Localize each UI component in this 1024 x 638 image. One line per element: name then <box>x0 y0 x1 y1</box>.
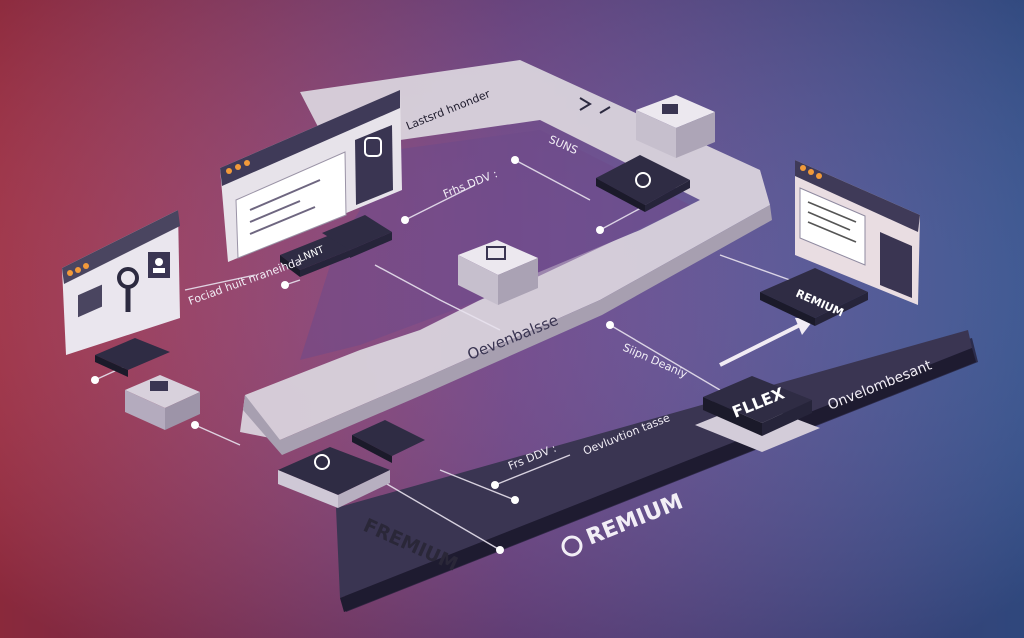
label-mid-right: Siipn Deaniy <box>621 341 690 381</box>
server-block-icon <box>636 95 715 158</box>
chevron-icon <box>579 97 611 114</box>
processor-chip-icon <box>596 155 690 212</box>
small-pad-lower[interactable] <box>95 338 170 377</box>
connector-dots <box>91 156 614 554</box>
logo-circle-icon <box>561 535 583 557</box>
small-pad-right[interactable] <box>322 215 392 258</box>
chip-flex[interactable] <box>695 376 820 452</box>
center-cube <box>458 240 538 305</box>
chip-premium[interactable] <box>760 268 868 326</box>
arrow-icon <box>719 318 815 367</box>
browser-window-left[interactable] <box>62 210 180 355</box>
chip-lower-mid[interactable] <box>352 420 425 463</box>
user-icon <box>148 252 170 278</box>
shield-icon <box>364 137 382 157</box>
search-icon <box>117 267 139 312</box>
browser-window-right[interactable] <box>795 160 920 305</box>
left-cube <box>125 375 200 430</box>
browser-window-top-left[interactable] <box>220 90 402 262</box>
small-pad-left[interactable] <box>280 235 350 277</box>
chip-bottom-left[interactable] <box>278 447 390 508</box>
bottom-board <box>336 330 978 612</box>
